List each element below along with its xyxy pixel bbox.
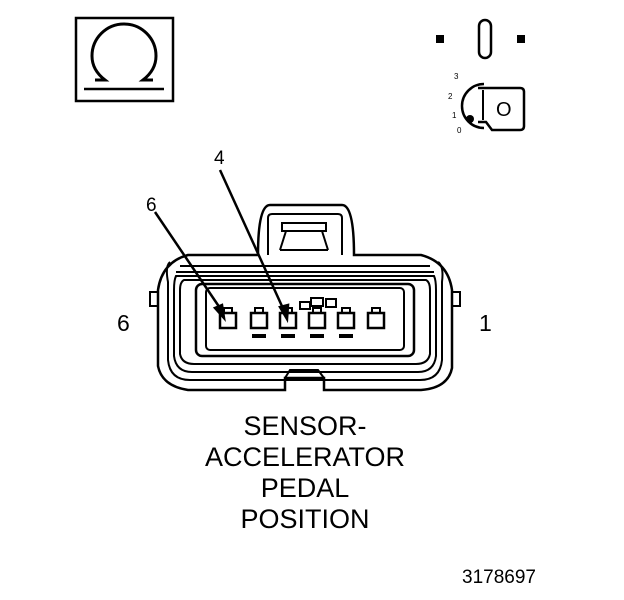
caption-line-3: PEDAL [260, 473, 350, 503]
ignition-key-label: O [496, 99, 512, 121]
pin-cavity-1 [366, 311, 386, 330]
caption-line-2: ACCELERATOR [204, 442, 406, 472]
callout-leaders [153, 169, 290, 324]
side-label-left: 6 [117, 310, 130, 336]
ignition-position-0: 0 [457, 126, 462, 135]
caption-line-1: SENSOR- [243, 411, 367, 441]
pin-cavity-3 [307, 311, 327, 330]
ignition-position-1: 1 [452, 111, 457, 120]
callout-pin-6: 6 [146, 195, 157, 216]
ignition-position-3: 3 [454, 72, 459, 81]
pin-cavity-5 [249, 311, 269, 330]
ohm-symbol-icon [74, 16, 175, 103]
pin-row [218, 297, 386, 338]
figure-number: 3178697 [462, 567, 536, 588]
ignition-key-icon: 3 2 1 0 O [436, 18, 526, 135]
component-caption: SENSOR- ACCELERATOR PEDAL POSITION [150, 411, 460, 535]
side-label-right: 1 [479, 310, 492, 336]
pin-cavity-2 [336, 311, 356, 330]
caption-line-4: POSITION [240, 504, 370, 534]
ignition-position-2: 2 [448, 92, 453, 101]
connector-body [149, 203, 461, 392]
callout-pin-4: 4 [214, 148, 225, 169]
